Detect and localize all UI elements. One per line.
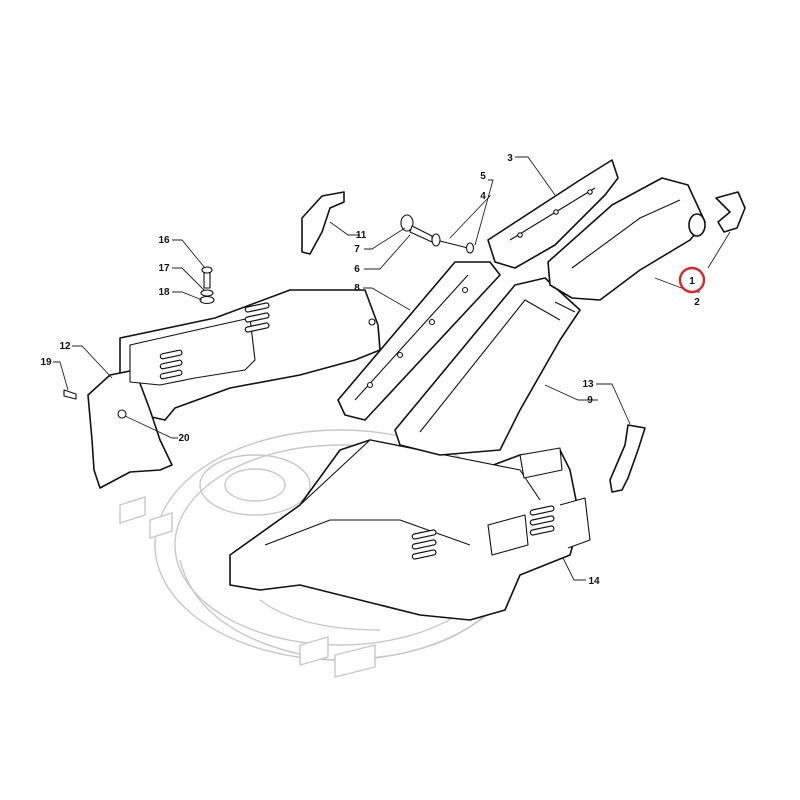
callout-16[interactable]: 16 — [158, 235, 170, 246]
central-frame — [229, 439, 581, 621]
callout-14[interactable]: 14 — [588, 576, 600, 587]
callout-17[interactable]: 17 — [158, 263, 170, 274]
top-panel-part-3 — [487, 159, 619, 269]
highlight-ring — [678, 266, 706, 294]
pedal-cover-part-2 — [547, 177, 706, 301]
callout-11[interactable]: 11 — [356, 230, 367, 241]
pin-part-20 — [117, 409, 127, 419]
fastener-parts-16-19 — [63, 266, 215, 400]
tunnel-panel-part-8 — [337, 261, 501, 421]
callout-19[interactable]: 19 — [40, 357, 52, 368]
callout-8[interactable]: 8 — [354, 283, 360, 294]
fastener-parts-4-7 — [400, 214, 475, 254]
callout-20[interactable]: 20 — [178, 433, 190, 444]
right-frame-part-14 — [559, 497, 591, 549]
bracket-part-13 — [609, 424, 646, 493]
callout-12[interactable]: 12 — [59, 341, 71, 352]
callout-labels: 1 2 3 4 5 6 7 8 9 11 12 13 14 16 17 18 1… — [40, 153, 700, 587]
mower-deck-ghost — [119, 429, 526, 678]
left-side-guard-part-12 — [87, 289, 381, 489]
central-tunnel-part-9 — [394, 277, 581, 456]
callout-7[interactable]: 7 — [354, 244, 360, 255]
leader-lines — [53, 156, 731, 581]
callout-3[interactable]: 3 — [507, 153, 513, 164]
callout-18[interactable]: 18 — [158, 287, 170, 298]
bracket-part-1 — [715, 191, 746, 233]
callout-9[interactable]: 9 — [587, 395, 593, 406]
callout-2[interactable]: 2 — [694, 297, 700, 308]
bracket-part-11 — [301, 191, 345, 255]
callout-6[interactable]: 6 — [354, 264, 360, 275]
callout-13[interactable]: 13 — [582, 379, 594, 390]
callout-5[interactable]: 5 — [480, 171, 486, 182]
callout-4[interactable]: 4 — [480, 191, 486, 202]
callout-1[interactable]: 1 — [689, 276, 695, 287]
